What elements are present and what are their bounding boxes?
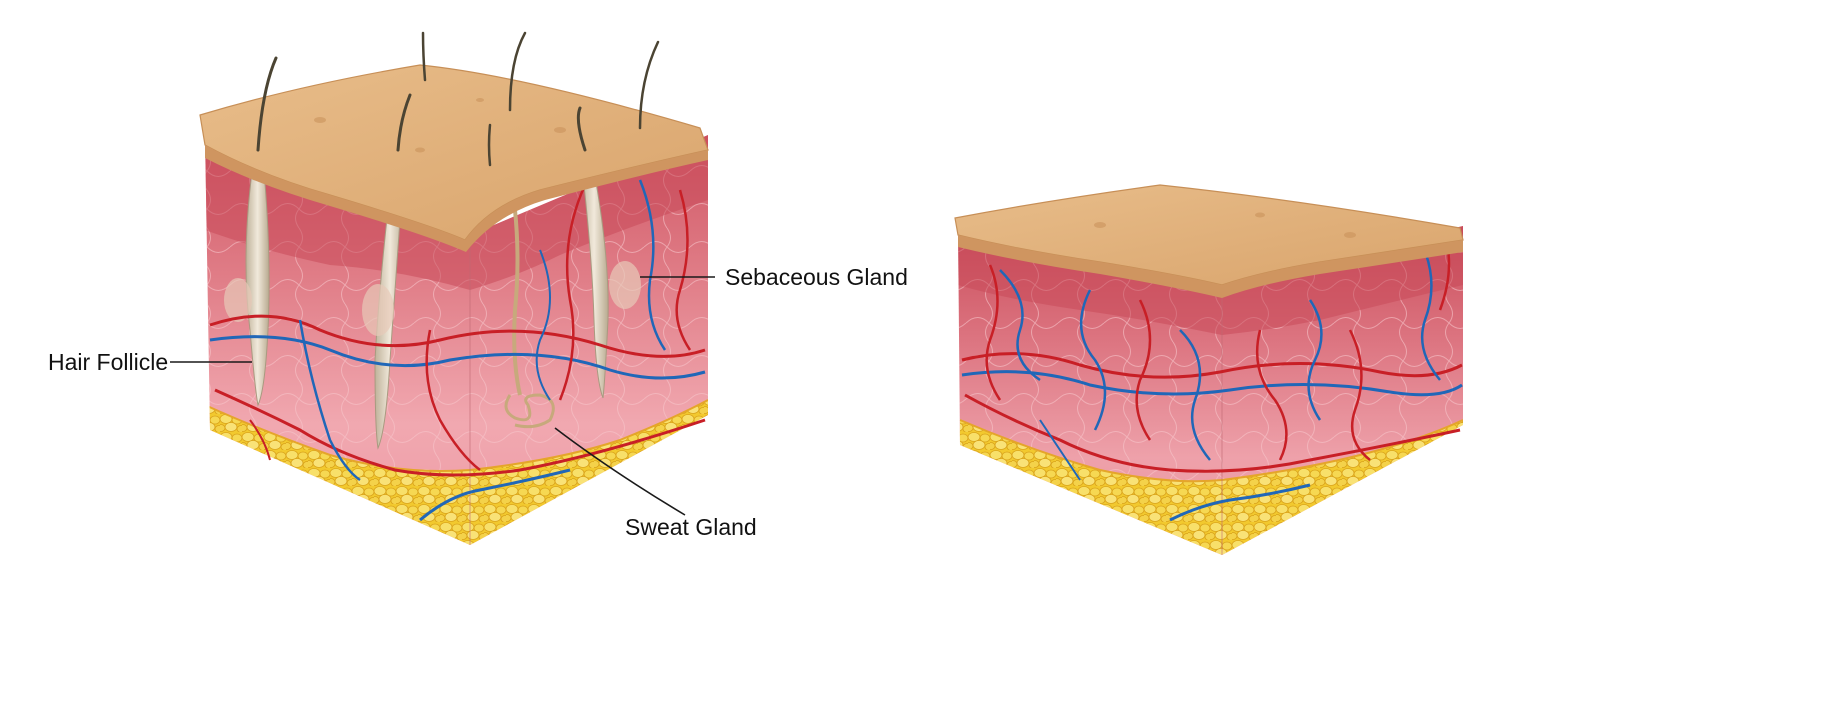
skin-block-with-hair: [199, 31, 709, 545]
callout-sebaceous-gland: Sebaceous Gland: [640, 264, 908, 290]
hair-follicle-label: Hair Follicle: [48, 349, 168, 375]
epidermis-top-right: [954, 184, 1464, 298]
sweat-gland-leader-line: [554, 427, 686, 516]
sebaceous-gland-label: Sebaceous Gland: [725, 264, 908, 290]
hair-shafts: [256, 31, 660, 167]
callout-hair-follicle: Hair Follicle: [48, 349, 252, 375]
skin-block-without-hair: [954, 184, 1464, 555]
callout-sweat-gland: Sweat Gland: [554, 427, 757, 540]
sweat-gland-label: Sweat Gland: [625, 514, 757, 540]
